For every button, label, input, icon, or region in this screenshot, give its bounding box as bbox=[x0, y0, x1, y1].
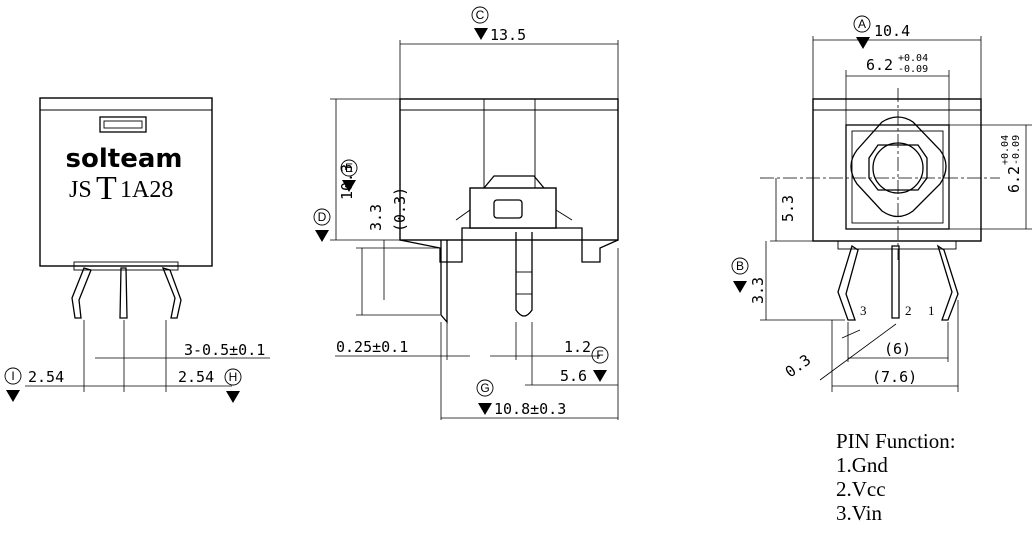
pin-function-title: PIN Function: bbox=[836, 429, 956, 453]
top-knob-outer bbox=[850, 116, 947, 218]
marking-window bbox=[99, 116, 147, 133]
top-view: 3 2 1 A 10.4 6.2 +0.04 -0.09 6.2 +0.04 -… bbox=[731, 15, 1032, 392]
top-pin-3 bbox=[837, 244, 859, 321]
dim-6.2-right-minus: -0.09 bbox=[1011, 135, 1022, 165]
dim-2.54-right: 2.54 bbox=[178, 368, 214, 386]
side-plunger bbox=[515, 232, 533, 317]
dim-0.25: 0.25±0.1 bbox=[336, 338, 408, 356]
top-body bbox=[812, 98, 982, 242]
top-pin-1 bbox=[936, 244, 959, 321]
front-pin-center bbox=[119, 267, 128, 319]
dim-6.2-top-plus: +0.04 bbox=[898, 53, 928, 64]
front-view: solteam JS T 1A28 3-0.5±0.1 2.54 2.54 I … bbox=[4, 97, 270, 403]
dim-6-paren: (6) bbox=[884, 340, 911, 358]
dim-5.3: 5.3 bbox=[779, 195, 797, 222]
dim-10.4: 10.4 bbox=[874, 22, 910, 40]
dim-6.2-top-minus: -0.09 bbox=[898, 64, 928, 75]
front-body bbox=[39, 97, 213, 267]
top-pin-2 bbox=[891, 245, 900, 319]
top-knob-octagon bbox=[868, 144, 928, 191]
part-prefix: JS bbox=[69, 177, 92, 203]
ref-b: B bbox=[736, 259, 744, 273]
dim-3.3-left: 3.3 bbox=[367, 204, 385, 231]
dim-0.3-diag: 0.3 bbox=[782, 351, 814, 381]
ref-a-marker bbox=[856, 37, 870, 49]
ref-c: C bbox=[476, 8, 485, 22]
dim-13.5: 13.5 bbox=[490, 26, 526, 44]
pin-label-2: 2 bbox=[905, 303, 912, 318]
ref-i: I bbox=[11, 369, 14, 383]
pin-label-3: 3 bbox=[860, 303, 867, 318]
dim-6.2-right-plus: +0.04 bbox=[1000, 135, 1011, 165]
ref-g: G bbox=[480, 381, 489, 395]
ref-h: H bbox=[229, 370, 238, 384]
dim-7.6-paren: (7.6) bbox=[872, 368, 917, 386]
side-view: C 13.5 10.3 D 3.3 E (0.3) 0.25±0.1 1.2 F… bbox=[313, 6, 619, 420]
ref-b-marker bbox=[733, 281, 747, 293]
ref-e-marker bbox=[342, 180, 356, 192]
dim-10.8: 10.8±0.3 bbox=[494, 400, 566, 418]
brand-marking: solteam bbox=[66, 144, 183, 174]
side-button bbox=[493, 199, 523, 219]
pin-function-block: PIN Function: 1.Gnd 2.Vcc 3.Vin bbox=[836, 429, 956, 525]
ref-f-marker bbox=[593, 370, 607, 382]
dim-5.6: 5.6 bbox=[560, 367, 587, 385]
ref-d-marker bbox=[315, 230, 329, 242]
pin-function-item-1: 1.Gnd bbox=[836, 453, 888, 477]
ref-d: D bbox=[318, 210, 327, 224]
front-pin-right bbox=[161, 267, 182, 319]
dim-0.3-paren: (0.3) bbox=[391, 187, 409, 232]
dim-3.3-right: 3.3 bbox=[749, 277, 767, 304]
ref-g-marker bbox=[478, 403, 492, 415]
pin-label-1: 1 bbox=[928, 303, 935, 318]
ref-a: A bbox=[858, 17, 866, 31]
dim-3-0.5: 3-0.5±0.1 bbox=[184, 341, 265, 359]
ref-e: E bbox=[345, 161, 353, 175]
ref-f: F bbox=[596, 348, 603, 362]
side-pin-tail bbox=[440, 240, 448, 324]
dim-6.2-right: 6.2 bbox=[1005, 166, 1023, 193]
part-suffix: 1A28 bbox=[120, 177, 173, 203]
dim-2.54-left: 2.54 bbox=[28, 368, 64, 386]
dim-6.2-top: 6.2 bbox=[866, 56, 893, 74]
top-cavity bbox=[845, 124, 950, 230]
ref-h-marker bbox=[226, 391, 240, 403]
dim-1.2: 1.2 bbox=[564, 338, 591, 356]
ref-i-marker bbox=[6, 390, 20, 402]
ref-c-marker bbox=[474, 28, 488, 40]
part-big-letter: T bbox=[96, 170, 117, 207]
pin-function-item-3: 3.Vin bbox=[836, 501, 882, 525]
pin-function-item-2: 2.Vcc bbox=[836, 477, 886, 501]
front-pin-left bbox=[71, 267, 92, 319]
side-switch-housing bbox=[469, 187, 557, 229]
